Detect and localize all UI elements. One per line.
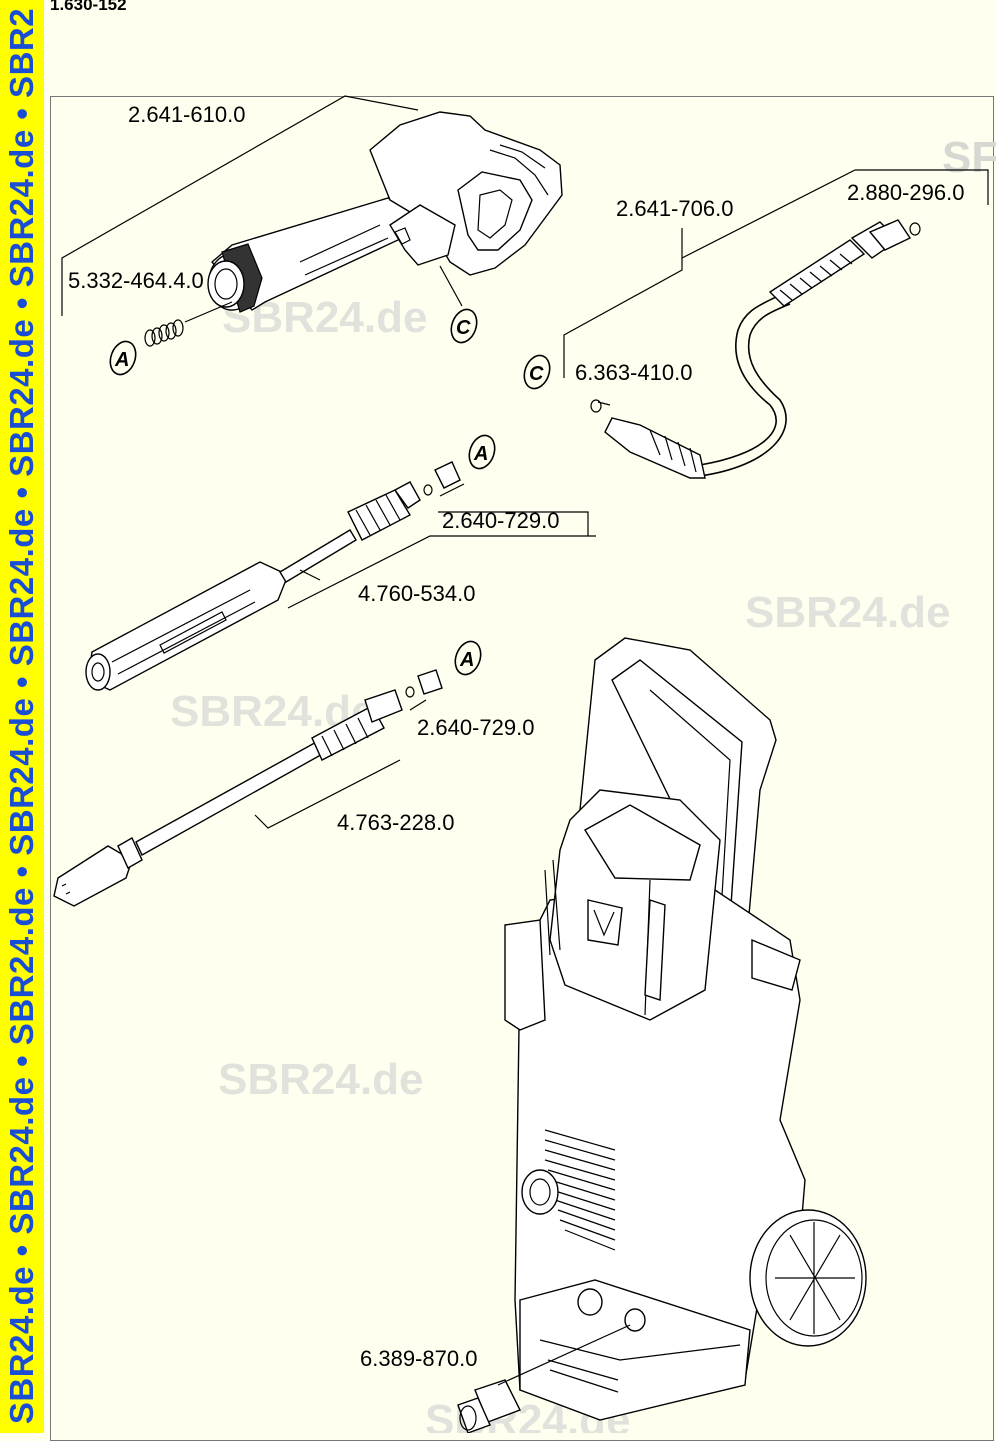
part-number-trigger-gun: 2.641-610.0 (128, 102, 245, 127)
part-number-hose: 2.641-706.0 (616, 196, 733, 221)
svg-text:A: A (459, 649, 474, 671)
watermark: SBR24.de (218, 1055, 423, 1104)
vario-spray-lance-drawing (85, 461, 465, 691)
svg-text:C: C (529, 363, 544, 385)
garden-hose-coupling-drawing (457, 1379, 521, 1433)
trigger-gun-drawing (144, 111, 563, 347)
reference-marker-c: C (450, 308, 478, 344)
high-pressure-hose-drawing (590, 219, 921, 479)
reference-marker-c: C (523, 354, 551, 390)
reference-marker-a: A (454, 640, 482, 676)
dirt-blaster-lance-drawing (53, 669, 443, 907)
watermark-partial: SF (942, 133, 996, 182)
reference-marker-a: A (109, 340, 137, 376)
part-number-garden-hose-coupling: 6.389-870.0 (360, 1346, 477, 1371)
pressure-washer-unit-drawing (504, 637, 867, 1421)
reference-marker-a: A (468, 434, 496, 470)
part-number-gun-fitting: 5.332-464.4.0 (68, 268, 204, 293)
watermark: SBR24.de (745, 588, 950, 637)
part-number-hose-seal: 6.363-410.0 (575, 360, 692, 385)
part-number-dirt-blaster: 4.763-228.0 (337, 810, 454, 835)
part-number-adapter-1: 2.640-729.0 (442, 508, 559, 533)
svg-text:A: A (473, 443, 488, 465)
model-number: 1.630-152 (50, 0, 127, 14)
svg-text:C: C (456, 317, 471, 339)
part-number-adapter-2: 2.640-729.0 (417, 715, 534, 740)
part-number-spray-lance: 4.760-534.0 (358, 581, 475, 606)
sidebar-watermark-stripe: SBR24.de • SBR24.de • SBR24.de • SBR24.d… (0, 0, 44, 1433)
part-number-hose-o-ring: 2.880-296.0 (847, 180, 964, 205)
svg-text:A: A (114, 349, 129, 371)
